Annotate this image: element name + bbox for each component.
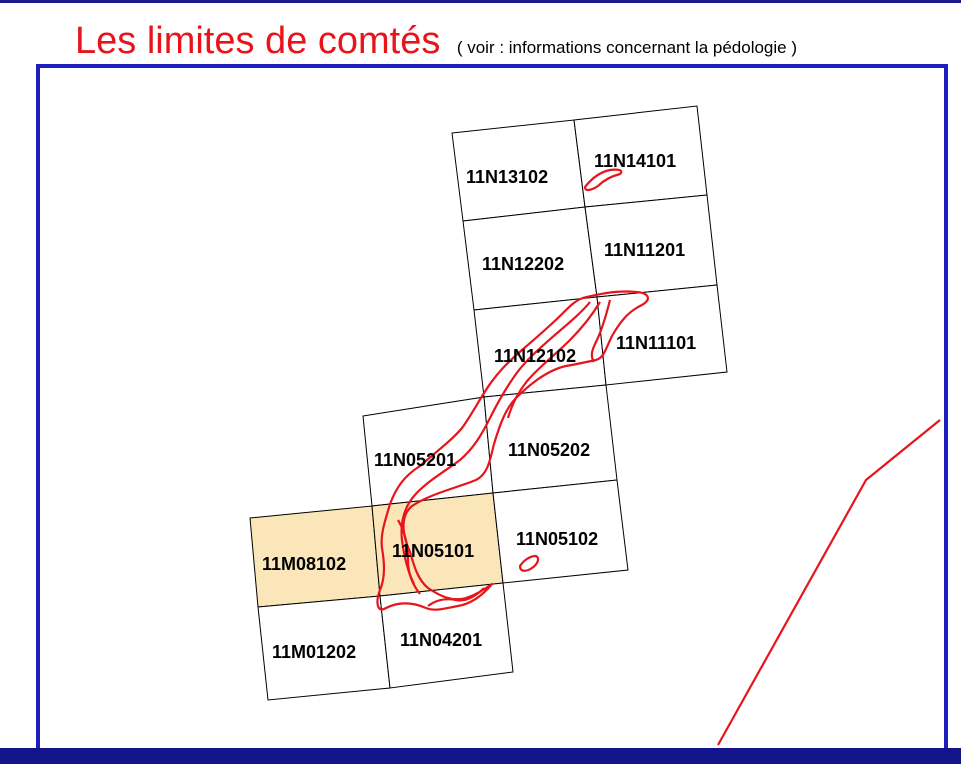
inner-boundary-4 [397, 519, 421, 595]
tile-label: 11N13102 [466, 167, 548, 187]
inner-boundary-1 [400, 301, 591, 585]
tile-label: 11N05101 [392, 541, 474, 561]
tile-label: 11N12202 [482, 254, 564, 274]
inner-boundary-5 [427, 587, 485, 607]
tile-label: 11N11101 [616, 333, 696, 353]
tile-label: 11N05102 [516, 529, 598, 549]
islet-north [583, 168, 623, 192]
bottom-bar [0, 748, 961, 764]
tile-label: 11M01202 [272, 642, 356, 662]
tile-label: 11N05201 [374, 450, 456, 470]
tile-11N05102[interactable] [492, 479, 629, 584]
tile-11N04201[interactable] [379, 582, 514, 689]
county-boundaries [376, 168, 941, 746]
tile-label: 11N11201 [604, 240, 685, 260]
page-title: Les limites de comtés [75, 20, 441, 62]
tile-label: 11M08102 [262, 554, 346, 574]
inner-boundary-3 [590, 299, 612, 363]
tile-label: 11N12102 [494, 346, 576, 366]
title-bar: Les limites de comtés ( voir : informati… [75, 20, 797, 70]
page-subtitle: ( voir : informations concernant la pédo… [456, 38, 798, 57]
top-rule [0, 0, 961, 3]
islet-east [518, 554, 540, 572]
tile-label: 11N05202 [508, 440, 590, 460]
county-boundary-line [717, 419, 941, 746]
inner-boundary-2 [506, 301, 601, 419]
tile-labels: 11N13102 11N14101 11N12202 11N11201 11N1… [262, 151, 696, 662]
tile-label: 11N14101 [594, 151, 676, 171]
tile-label: 11N04201 [400, 630, 482, 650]
tile-11N05202[interactable] [483, 384, 618, 494]
